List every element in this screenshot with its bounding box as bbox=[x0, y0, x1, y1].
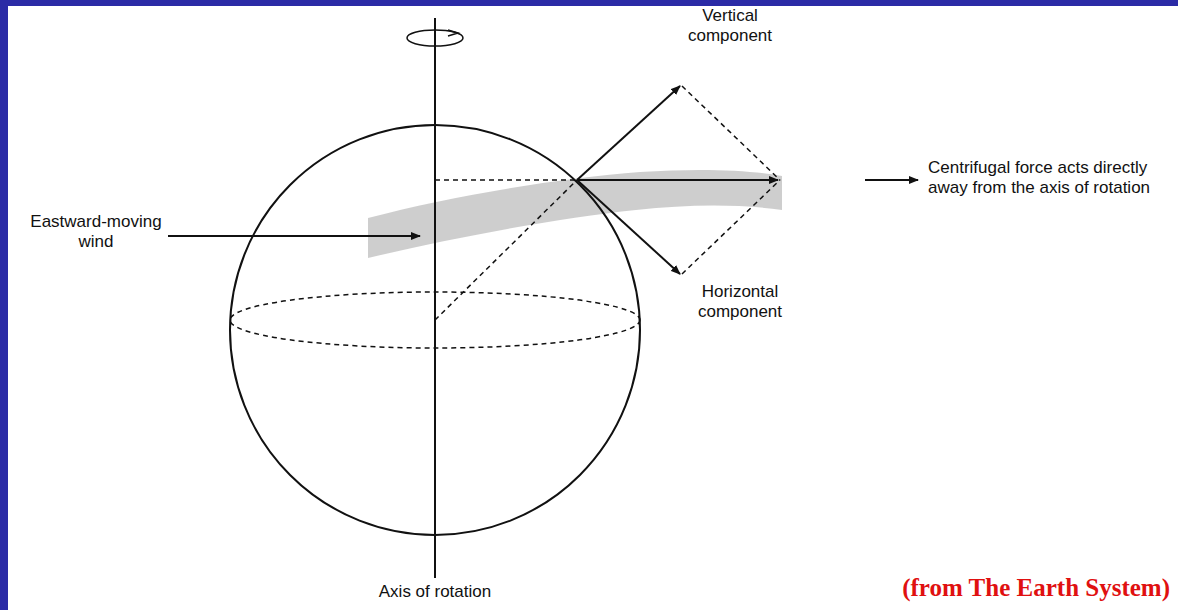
axis-label: Axis of rotation bbox=[355, 582, 515, 602]
wind-label: Eastward-moving wind bbox=[30, 212, 162, 253]
source-caption: (from The Earth System) bbox=[902, 574, 1170, 602]
vector-label: Horizontal component bbox=[688, 282, 792, 323]
page-ground bbox=[8, 6, 1178, 610]
force-label: Centrifugal force acts directly away fro… bbox=[928, 158, 1168, 199]
vector-label: Vertical component bbox=[675, 6, 785, 47]
